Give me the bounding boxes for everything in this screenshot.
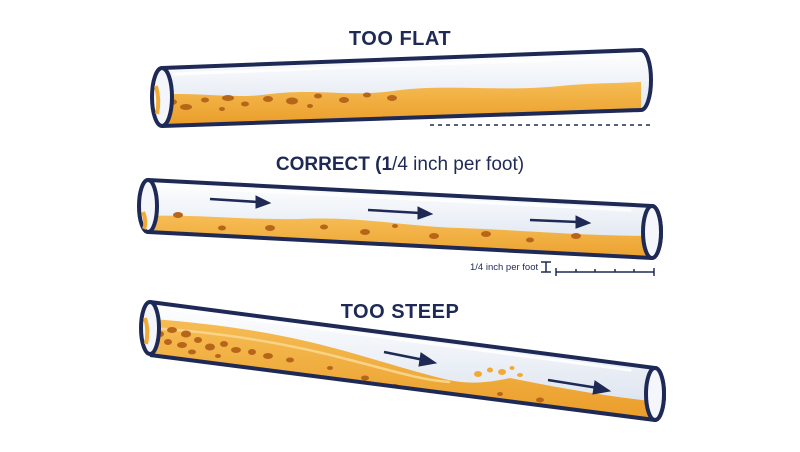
title-too-steep: TOO STEEP <box>340 301 460 323</box>
title-correct-rest: /4 inch per foot) <box>392 154 525 175</box>
pipe-open-end <box>641 204 663 260</box>
splash <box>474 366 523 377</box>
slope-measurement-label: 1/4 inch per foot <box>470 262 539 273</box>
debris-icon <box>173 212 581 243</box>
pipe-too-flat <box>150 48 653 128</box>
slope-bracket-icon <box>541 261 655 276</box>
pipe-open-end <box>644 366 666 422</box>
pipe-correct <box>137 178 663 276</box>
pipe-open-end <box>150 66 174 128</box>
title-correct-strong: CORRECT (1 <box>275 154 393 175</box>
flow-arrow-icon <box>209 195 592 229</box>
title-correct: CORRECT (1/4 inch per foot) <box>0 154 800 176</box>
title-too-flat: TOO FLAT <box>348 28 452 50</box>
debris-icon <box>167 92 397 111</box>
flow-arrow-icon <box>383 350 612 395</box>
debris-icon <box>156 327 544 403</box>
